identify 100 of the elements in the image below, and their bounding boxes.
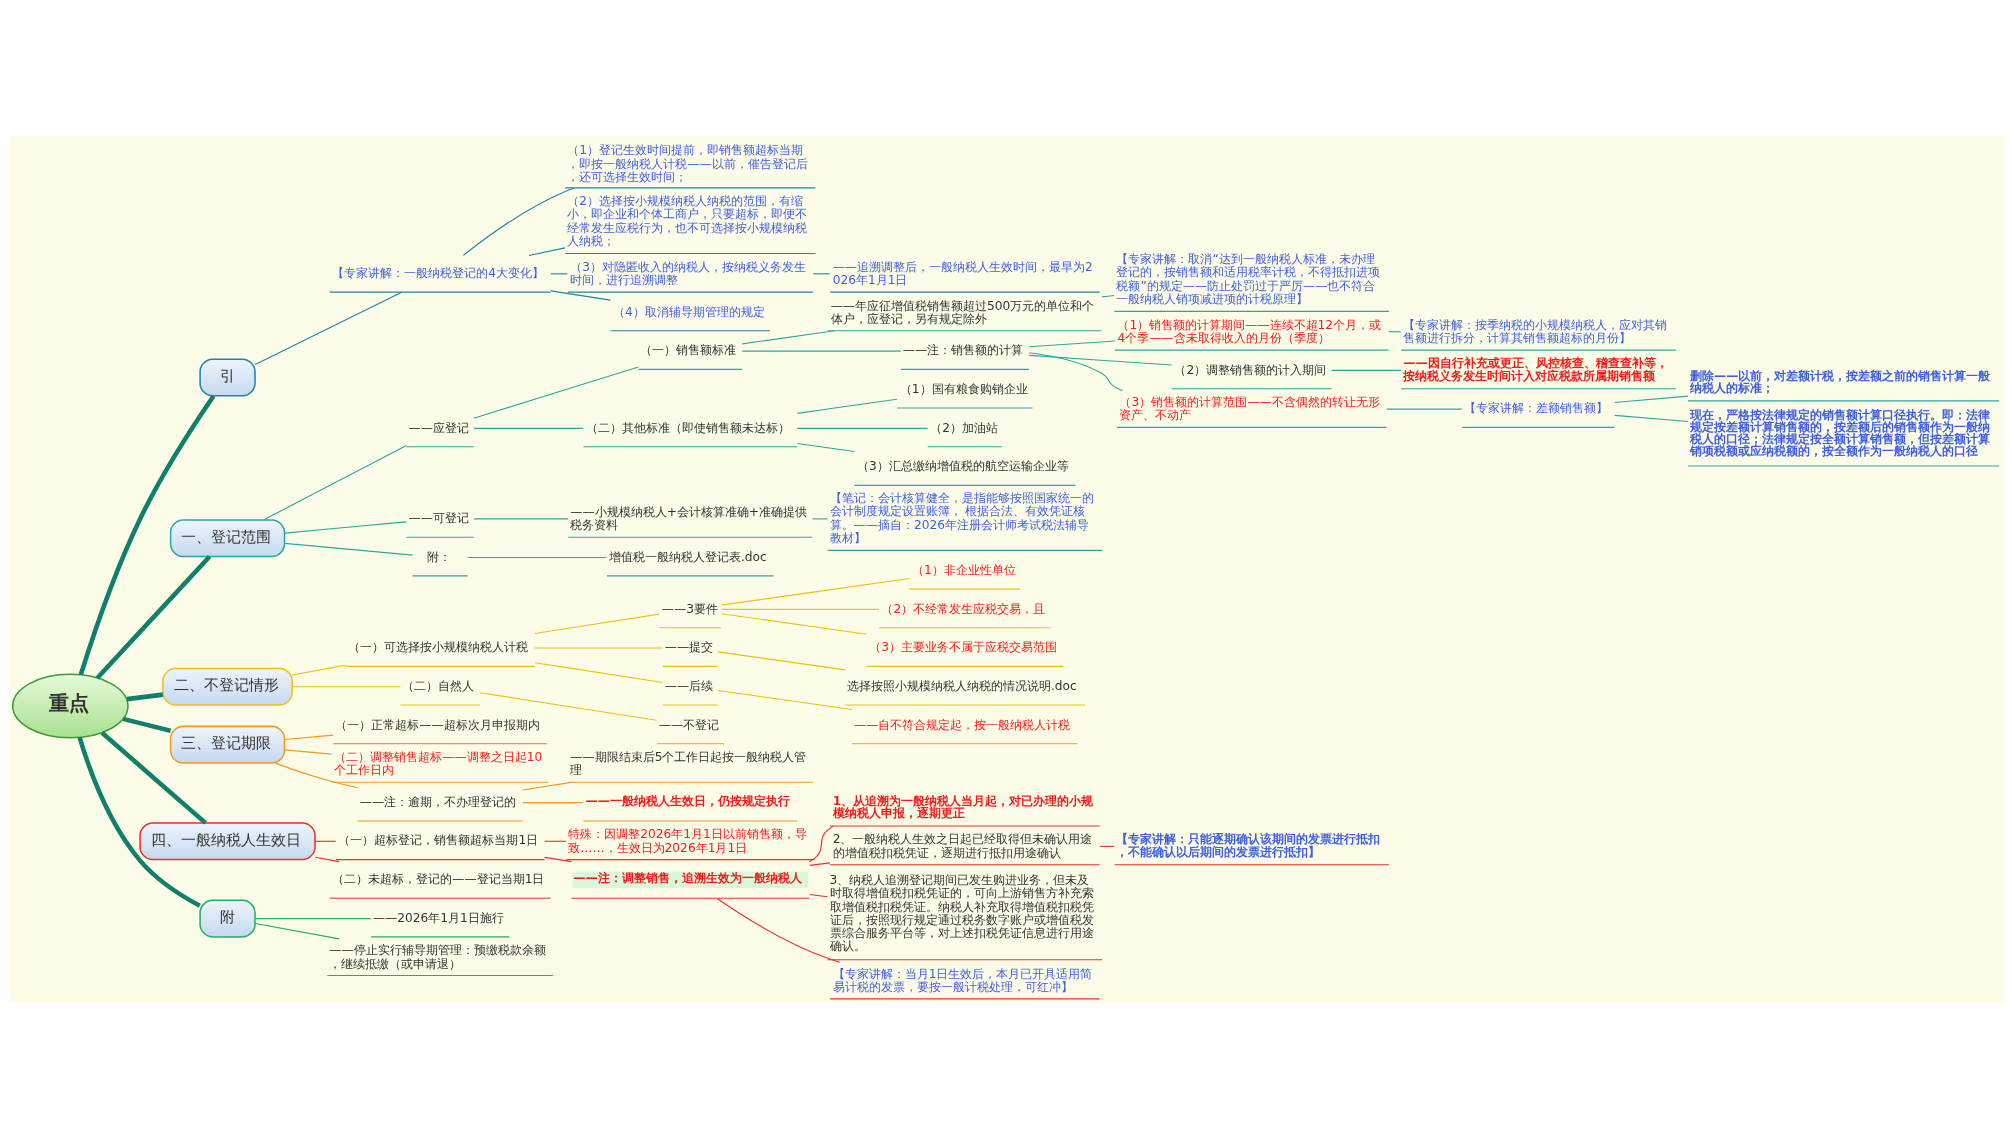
node-ellipse: 重点: [12, 673, 129, 739]
node-box: 二、不登记情形: [162, 667, 293, 706]
connector: [254, 922, 340, 939]
node-text: 现在，严格按法律规定的销售额计算口径执行。即：法律规定按差额计算销售额的，按差额后的销售额作为一般纳税人的口径；法律规定按全额计算销售额，但按差额计算销项税额或应纳税额的，按全额作为一般纳税人的口径: [1690, 407, 1991, 458]
connector: [544, 856, 573, 862]
connector: [1331, 369, 1402, 371]
connector: [314, 840, 337, 842]
connector: [716, 897, 841, 963]
connector: [1101, 294, 1115, 297]
node-text: ——注：逾期，不办理登记的: [359, 794, 517, 809]
connector: [796, 427, 929, 429]
node-text: （二）其他标准（即使销售额未达标）: [585, 420, 790, 435]
connector: [100, 730, 207, 825]
node-text: （3）销售额的计算范围——不含偶然的转让无形资产、不动产: [1119, 394, 1380, 422]
connector: [544, 840, 567, 842]
node-text: ——追溯调整后，一般纳税人生效时间，最早为2026年1月1日: [832, 259, 1093, 287]
connector: [479, 691, 658, 721]
connector: [522, 801, 584, 803]
node-text: 【专家讲解：差额销售额】: [1464, 400, 1609, 415]
connector: [284, 542, 414, 556]
node-text: ——一般纳税人生效日，仍按规定执行: [585, 793, 790, 808]
node-text: ——自不符合规定起，按一般纳税人计税: [854, 717, 1071, 732]
node-text: （一）正常超标——超标次月申报期内: [335, 717, 540, 732]
connector: [1614, 414, 1689, 422]
connector: [796, 442, 855, 452]
connector: [122, 716, 172, 733]
connector: [717, 650, 846, 670]
connector: [809, 861, 831, 866]
node-text: （二）未超标，登记的——登记当期1日: [332, 871, 545, 886]
connector: [720, 608, 880, 610]
node-text: （2）调整销售额的计入期间: [1174, 362, 1327, 377]
node-text: （2）加油站: [930, 420, 999, 435]
node-text: 【专家讲解：当月1日生效后，本月已开具适用简易计税的发票，要按一般计税处理，可红冲】: [832, 966, 1093, 994]
connector: [126, 691, 164, 701]
connector: [254, 291, 403, 365]
node-text: （二）自然人: [402, 678, 475, 693]
node-text: 【专家讲解：只能逐期确认该期间的发票进行抵扣，不能确认以后期间的发票进行抵扣】: [1116, 831, 1381, 859]
node-text: （2）不经常发生应税交易，且: [881, 601, 1046, 616]
node-text: ——因自行补充或更正、风控核查、稽查查补等，按纳税义务发生时间计入对应税款所属期销售额: [1403, 355, 1668, 383]
node-text: （一）可选择按小规模纳税人计税: [347, 639, 528, 654]
node-text: （1）国有粮食购销企业: [899, 381, 1028, 396]
node-text: 2、一般纳税人生效之日起已经取得但未确认用途的增值税扣税凭证，逐期进行抵扣用途确认: [832, 831, 1093, 860]
connector: [284, 520, 407, 534]
node-box: 附: [199, 899, 256, 938]
node-box: 四、一般纳税人生效日: [139, 821, 316, 860]
connector: [473, 517, 569, 519]
connector: [1614, 395, 1689, 403]
connector: [534, 661, 664, 683]
node-text: 增值税一般纳税人登记表.doc: [608, 549, 767, 564]
node-text: （二）调整销售超标——调整之日起10个工作日内: [334, 749, 543, 777]
connector: [462, 186, 575, 256]
connector: [522, 781, 573, 790]
node-text: ——3要件: [661, 601, 718, 616]
connector: [284, 748, 333, 755]
connector: [263, 444, 408, 520]
node-box: 三、登记期限: [169, 725, 286, 764]
node-text: （4）取消辅导期管理的规定: [613, 304, 765, 319]
connector: [467, 556, 608, 558]
node-text: 特殊：因调整2026年1月1日以前销售额，导致……，生效日为2026年1月1日: [568, 826, 807, 855]
node-text: 【笔记：会计核算健全，是指能够按照国家统一的会计制度规定设置账簿， 根据合法、有效凭证核算。——摘自：2026年注册会计师考试税法辅导教材】: [829, 490, 1094, 545]
connector: [811, 517, 828, 519]
connector: [291, 664, 346, 676]
connector: [473, 427, 584, 429]
node-box: 一、登记范围: [169, 518, 286, 557]
connector: [534, 613, 660, 634]
connector: [528, 246, 566, 256]
node-text: ——2026年1月1日施行: [372, 910, 504, 925]
connector: [254, 917, 372, 919]
node-text: 选择按照小规模纳税人纳税的情况说明.doc: [846, 678, 1077, 693]
connector: [284, 734, 334, 740]
connector: [473, 365, 639, 419]
connector: [1028, 354, 1173, 366]
connector: [796, 398, 898, 414]
node-text: 1、从追溯为一般纳税人当月起，对已办理的小规模纳税人申报，逐期更正: [832, 793, 1094, 820]
node-text: （3）主要业务不属于应税交易范围: [869, 639, 1058, 654]
node-text: 【专家讲解：一般纳税登记的4大变化】: [332, 265, 545, 280]
node-text: ——注：销售额的计算: [902, 342, 1024, 357]
connector: [717, 689, 853, 710]
connector: [77, 736, 201, 908]
connector: [808, 825, 834, 862]
node-text: ——可登记: [408, 510, 469, 525]
connector: [78, 394, 216, 675]
connector: [741, 350, 902, 352]
node-text: 附：: [426, 549, 451, 564]
node-text: （3）对隐匿收入的纳税人，按纳税义务发生时间，进行追溯调整: [570, 259, 807, 287]
node-text: ——年应征增值税销售额超过500万元的单位和个体户，应登记，另有规定除外: [830, 298, 1095, 326]
connector: [291, 685, 401, 687]
node-text: ——停止实行辅导期管理：预缴税款余额，继续抵缴（或申请退）: [329, 942, 546, 971]
node-text: （1）非企业性单位: [912, 562, 1016, 577]
connector: [1028, 351, 1124, 391]
node-text: （1）登记生效时间提前，即销售额超标当期，即按一般纳税人计税——以前，催告登记后，还可选择生效时间；: [567, 142, 808, 184]
node-text: （3）汇总缴纳增值税的航空运输企业等: [857, 458, 1069, 473]
node-text: （2）选择按小规模纳税人纳税的范围，有缩小，即企业和个体工商户，只要超标，即便不经常发生应税行为，也不可选择按小规模纳税人纳税；: [567, 193, 808, 248]
connector: [550, 289, 611, 301]
node-box: 引: [199, 357, 256, 397]
node-text: 【专家讲解：取消“达到一般纳税人标准，未办理登记的，按销售额和适用税率计税，不得抵扣进项税额”的规定——防止处罚过于严厉——也不符合一般纳税人销项减进项的计税原理】: [1116, 251, 1381, 306]
node-text: 【专家讲解：按季纳税的小规模纳税人，应对其销售额进行拆分，计算其销售额超标的月份】: [1403, 317, 1668, 345]
connector: [1028, 339, 1116, 347]
node-text: （1）销售额的计算期间——连续不超12个月，或4个季——含未取得收入的月份（季度）: [1117, 317, 1382, 345]
node-text: ——提交: [664, 639, 714, 654]
